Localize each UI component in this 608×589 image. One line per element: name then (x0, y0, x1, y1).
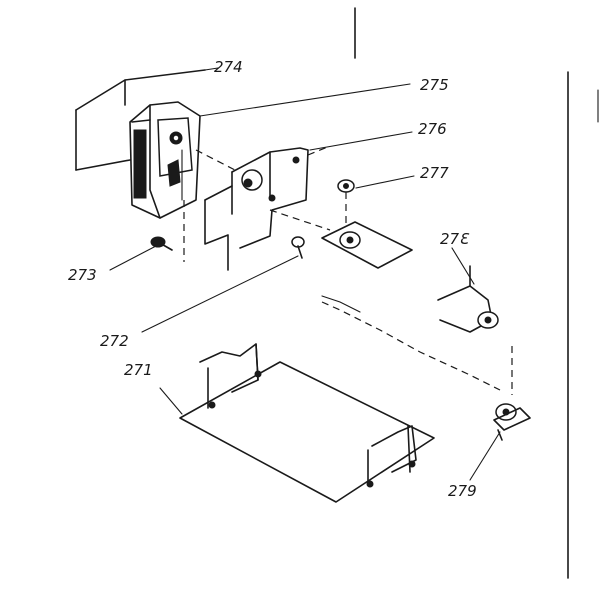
callout-271: 271 (124, 361, 153, 379)
callout-279: 279 (448, 482, 477, 500)
callout-labels: 274 275 276 277 27Ɛ 273 272 271 279 (68, 58, 477, 500)
part-279-clip (493, 403, 531, 441)
part-274-back-panel (75, 69, 206, 171)
part-277-mounting-plate (321, 179, 413, 269)
part-275-motor-housing (129, 101, 236, 262)
callout-276: 276 (418, 120, 447, 138)
callout-275: 275 (420, 76, 449, 94)
callout-272: 272 (100, 332, 129, 350)
callout-278: 27Ɛ (440, 230, 470, 248)
part-276-mounting-bracket (204, 145, 331, 271)
callout-277: 277 (420, 164, 449, 182)
callout-273: 273 (68, 266, 97, 284)
part-278-link-rod (321, 265, 513, 395)
part-273-screw (150, 236, 173, 251)
part-271-tray (179, 343, 435, 503)
part-272-screw (291, 236, 305, 259)
leader-lines (109, 67, 501, 481)
callout-274: 274 (214, 58, 243, 76)
border-marks (354, 7, 599, 579)
